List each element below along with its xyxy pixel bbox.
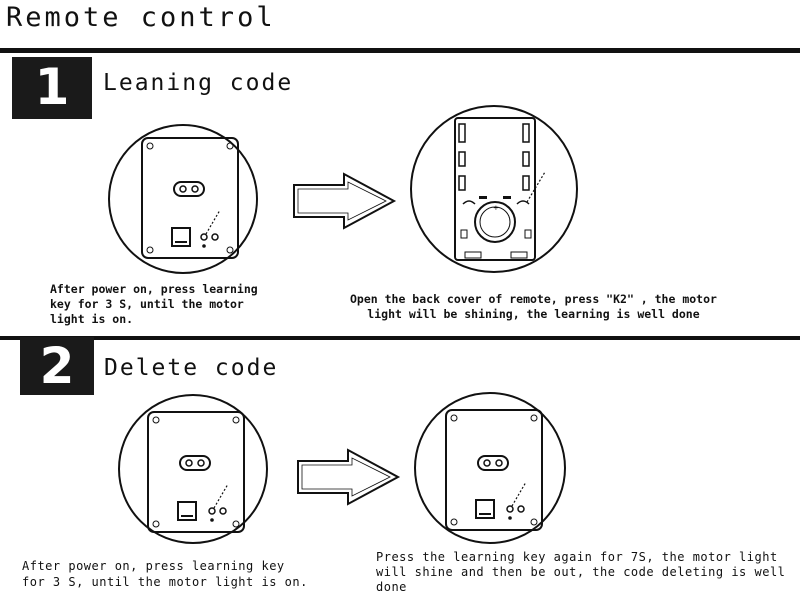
section-number-2: 2: [20, 337, 94, 395]
remote-back-cover-icon: +: [410, 105, 578, 273]
caption-line: for 3 S, until the motor light is on.: [22, 575, 308, 589]
caption-line: will shine and then be out, the code del…: [376, 565, 786, 579]
receiver-board-icon: [118, 394, 268, 544]
receiver-board-icon: [414, 392, 566, 544]
caption-line: After power on, press learning: [50, 282, 258, 296]
section1-left-caption: After power on, press learning key for 3…: [50, 282, 258, 327]
caption-line: Open the back cover of remote, press "K2…: [350, 292, 717, 306]
caption-line: After power on, press learning key: [22, 559, 285, 573]
section2-left-caption: After power on, press learning key for 3…: [22, 558, 308, 590]
caption-line: Press the learning key again for 7S, the…: [376, 550, 778, 564]
caption-line: light is on.: [50, 312, 134, 326]
caption-line: light will be shining, the learning is w…: [367, 307, 700, 321]
receiver-board-icon: [108, 124, 258, 274]
section-number-1: 1: [12, 57, 92, 119]
section2-right-caption: Press the learning key again for 7S, the…: [376, 550, 785, 595]
section-heading-2: Delete code: [104, 355, 279, 381]
svg-text:+: +: [493, 204, 499, 212]
section-heading-1: Leaning code: [103, 70, 294, 96]
title-divider: [0, 48, 800, 53]
section-divider: [0, 336, 800, 340]
page-title: Remote control: [6, 2, 276, 33]
section1-right-caption: Open the back cover of remote, press "K2…: [350, 292, 717, 322]
caption-line: done: [376, 580, 407, 594]
caption-line: key for 3 S, until the motor: [50, 297, 244, 311]
right-arrow-icon: [293, 172, 397, 230]
right-arrow-icon: [297, 448, 401, 506]
